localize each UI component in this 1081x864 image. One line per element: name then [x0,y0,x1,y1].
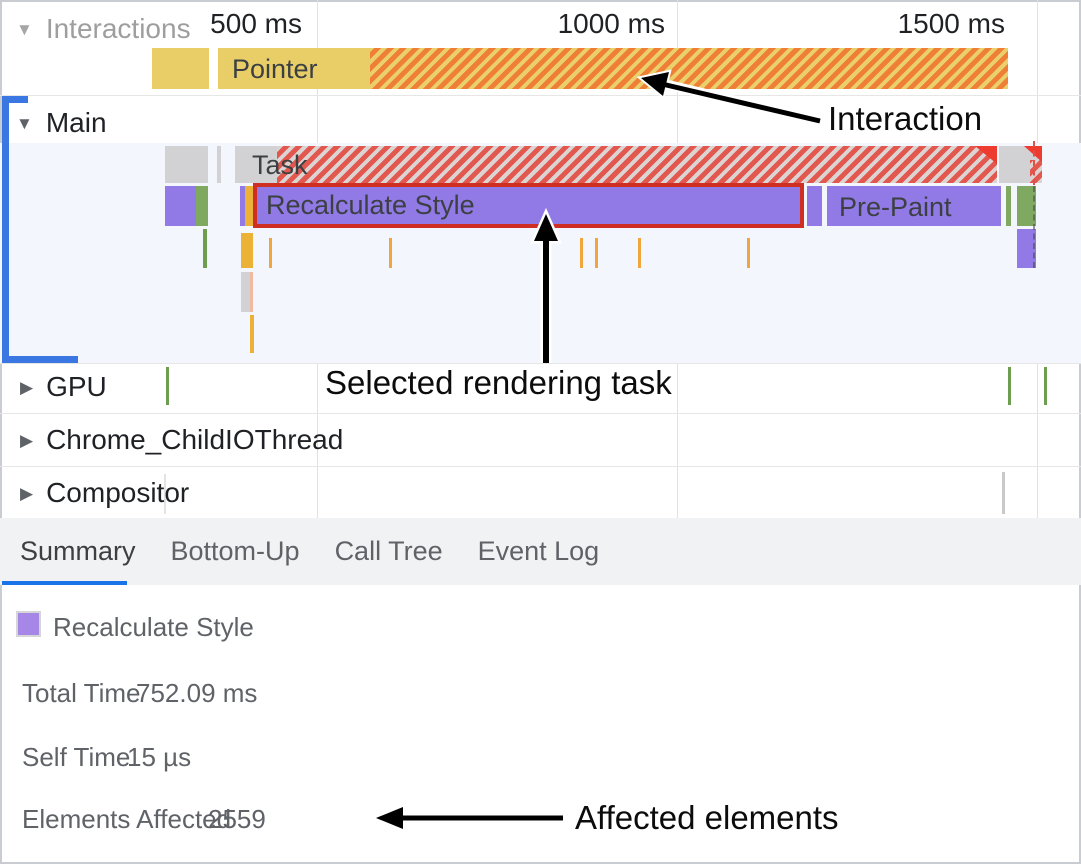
separator [0,413,1081,414]
flame-event-tick[interactable] [250,315,254,353]
annotation-affected-elements: Affected elements [575,799,839,836]
track-header-main[interactable]: ▼ Main [16,107,107,139]
recalculate-style-bar-label: Recalculate Style [266,190,475,220]
long-task-bar[interactable]: Task [235,146,997,183]
flame-event-bar[interactable] [807,186,822,226]
selected-recalculate-style-bar[interactable]: Recalculate Style [253,183,804,228]
ruler-tick-1500ms: 1500 ms [897,8,1005,39]
flame-event-tick[interactable] [638,238,641,268]
gpu-event-tick[interactable] [1008,367,1011,405]
flame-event-tick[interactable] [595,238,598,268]
tab-call-tree[interactable]: Call Tree [334,536,443,566]
expand-triangle-icon: ▶ [20,483,34,503]
track-header-interactions[interactable]: ▼ Interactions [16,13,191,45]
tab-bottom-up[interactable]: Bottom-Up [170,536,300,566]
task-bar-2-hatch [1030,160,1042,183]
compositor-event-tick[interactable] [164,474,166,514]
affected-elements-arrow [376,807,563,829]
main-track-bracket-bottom [2,356,78,363]
bottom-tab-bar: Summary Bottom-Up Call Tree Event Log [0,518,1081,585]
summary-row-label: Elements Affected [22,804,232,834]
gpu-event-tick[interactable] [1044,367,1047,405]
flame-event-bar[interactable] [245,186,253,226]
pre-paint-bar-label: Pre-Paint [839,192,952,222]
task-bar-label: Task [252,150,308,180]
track-label-gpu: GPU [46,371,107,402]
track-label-interactions: Interactions [45,13,191,44]
flame-event-tick[interactable] [269,238,272,268]
collapse-triangle-icon: ▼ [16,113,33,133]
collapse-triangle-icon: ▼ [16,19,33,39]
annotation-interaction: Interaction [828,100,983,137]
track-label-compositor: Compositor [46,477,190,508]
pointer-interaction-bar[interactable]: Pointer [218,48,370,89]
interaction-end-marker [1033,141,1035,185]
flame-event-tick[interactable] [580,238,583,268]
flame-event-bar[interactable] [196,186,208,226]
interaction-end-marker [1033,186,1035,268]
task-bar-head [235,146,277,183]
expand-triangle-icon: ▶ [20,377,34,397]
flame-event-bar[interactable] [165,186,196,226]
ruler-tick-500ms: 500 ms [210,8,302,39]
track-header-gpu[interactable]: ▶ GPU [20,371,107,403]
separator [0,466,1081,467]
flame-event-bar[interactable] [1017,229,1036,268]
pointer-interaction-async-bar[interactable] [370,48,1008,89]
event-color-swatch [18,613,39,635]
track-header-compositor[interactable]: ▶ Compositor [20,477,189,509]
flame-event-bar[interactable] [1006,186,1011,226]
interaction-bar-small[interactable] [152,48,209,89]
ruler-tick-1000ms: 1000 ms [557,8,665,39]
annotation-selected-task: Selected rendering task [325,364,672,401]
gpu-event-tick[interactable] [166,367,169,405]
track-label-childio: Chrome_ChildIOThread [46,424,344,455]
flame-event-bar[interactable] [217,146,221,183]
expand-triangle-icon: ▶ [20,430,34,450]
separator [0,363,1081,364]
summary-row-value: 752.09 ms [136,678,258,708]
flame-event-bar[interactable] [203,229,207,268]
tab-event-log[interactable]: Event Log [477,536,600,566]
summary-row-value: 2559 [208,804,266,834]
flame-event-tick[interactable] [389,238,392,268]
flame-event-bar[interactable] [241,272,253,312]
track-label-main: Main [45,107,107,138]
flame-event-bar[interactable] [1017,186,1036,226]
active-tab-underline [2,581,127,585]
pointer-bar-label: Pointer [232,54,318,84]
long-task-corner-icon [975,146,997,164]
flame-event-bar[interactable] [165,146,208,183]
flame-event-bar[interactable] [241,233,253,268]
compositor-event-tick[interactable] [1002,472,1005,514]
main-track-bracket [2,96,9,363]
summary-title: Recalculate Style [53,612,254,642]
summary-row-label: Total Time [22,678,141,708]
summary-row-label: Self Time [22,742,131,772]
flame-event-bar[interactable] [240,186,245,226]
pre-paint-bar[interactable]: Pre-Paint [827,186,1001,226]
main-track-bracket-top [2,96,28,103]
separator [0,95,1081,96]
track-header-childio[interactable]: ▶ Chrome_ChildIOThread [20,424,343,456]
task-bar-2[interactable] [999,146,1042,183]
tab-summary[interactable]: Summary [20,536,136,566]
summary-row-value: 15 µs [127,742,192,772]
flame-event-tick[interactable] [747,238,750,268]
